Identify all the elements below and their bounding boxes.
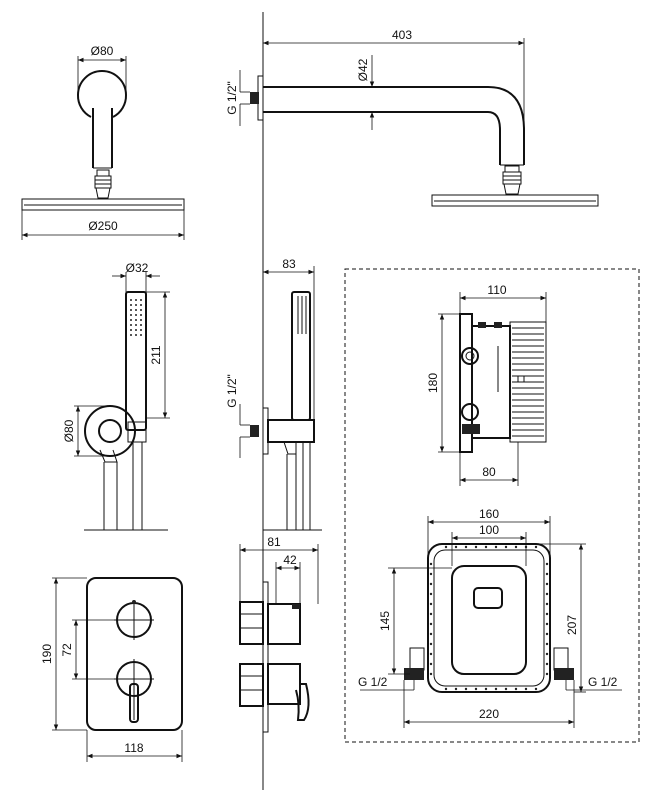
thread-right-label: G 1/2: [588, 675, 618, 689]
knob-spacing-label: 72: [60, 643, 74, 657]
depth-plate-label: 42: [283, 553, 297, 567]
box-width-bottom-label: 80: [482, 465, 496, 479]
handle-diameter-label: Ø32: [126, 261, 149, 275]
shower-head-front-view: Ø80 Ø250: [21, 44, 185, 240]
arm-length-label: 403: [392, 28, 412, 42]
hand-thread-label: G 1/2": [225, 374, 239, 408]
box-side-view: 110 180 80: [426, 283, 547, 486]
box-front-view: 160 100 145 207 G 1/2 G 1/2 220: [358, 507, 622, 728]
box-height-label: 180: [426, 373, 440, 393]
total-height-label: 207: [565, 615, 579, 635]
concealed-box-panel: [344, 268, 640, 743]
mixer-side-view: 81 42: [239, 535, 319, 733]
box-width-top-label: 110: [487, 283, 506, 297]
frame-inner-label: 100: [479, 523, 499, 537]
depth-total-label: 81: [267, 535, 281, 549]
projection-label: 83: [282, 257, 296, 271]
head-diameter-label: Ø250: [88, 219, 118, 233]
hand-shower-side-view: 83 G 1/2": [225, 257, 322, 531]
box-fixing-holes: [429, 545, 549, 691]
handle-height-label: 211: [149, 345, 163, 364]
shower-head-side-view: 403 Ø42 G 1/2": [225, 28, 599, 207]
frame-outer-label: 160: [479, 507, 499, 521]
mixer-front-view: 190 72 118: [40, 577, 183, 762]
hand-shower-nozzles: [130, 299, 142, 336]
inlet-height-label: 145: [378, 611, 392, 631]
arm-diameter-label: Ø80: [91, 44, 114, 58]
plate-width-label: 118: [124, 741, 143, 755]
thread-left-label: G 1/2: [358, 675, 388, 689]
pipe-diameter-label: Ø42: [356, 58, 370, 81]
hand-shower-front-view: Ø32 211 Ø80: [62, 261, 170, 531]
shower-thread-label: G 1/2": [225, 81, 239, 115]
holder-diameter-label: Ø80: [62, 419, 76, 442]
plate-height-label: 190: [40, 644, 54, 664]
total-width-label: 220: [479, 707, 499, 721]
